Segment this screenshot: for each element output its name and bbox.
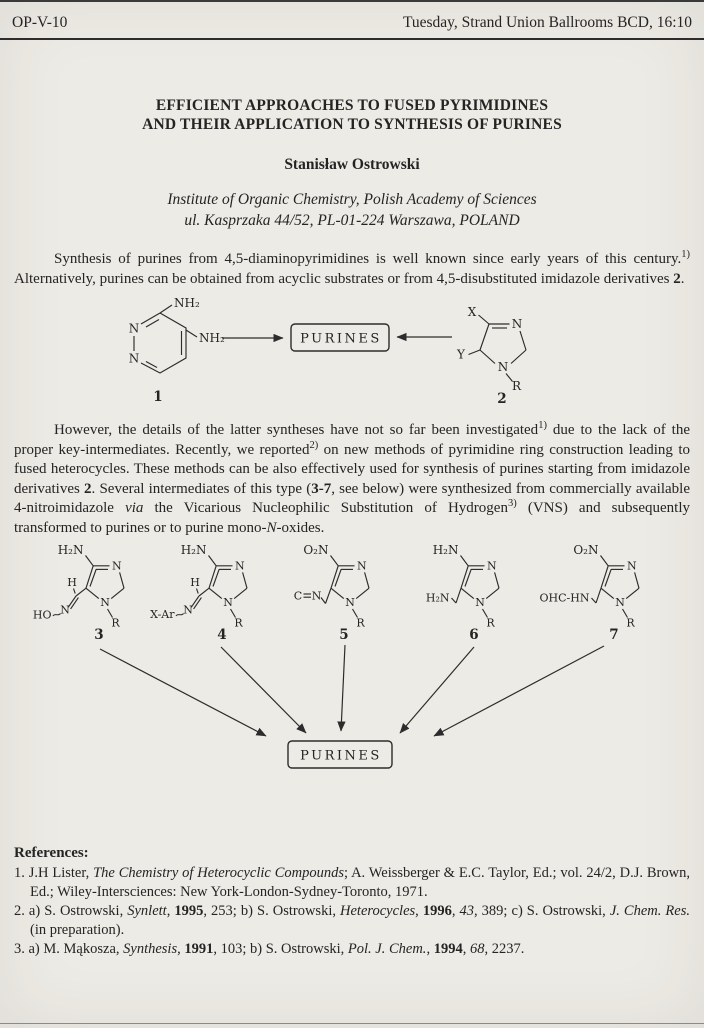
reference-item-2: 2. a) S. Ostrowski, Synlett, 1995, 253; … bbox=[14, 903, 690, 938]
nitro-amino-group-label: H₂N bbox=[58, 545, 84, 557]
substituent-r-label: R bbox=[234, 617, 243, 630]
atom-label-n: N bbox=[312, 590, 322, 603]
arrow-from-6 bbox=[399, 646, 475, 734]
nitro-amino-group-label: O₂N bbox=[573, 545, 598, 557]
purines-box-frame bbox=[287, 740, 393, 769]
compound-number-4: 4 bbox=[217, 627, 226, 643]
atom-label-n: N bbox=[223, 596, 233, 609]
purines-box-2: PURINES bbox=[287, 740, 393, 769]
title-line-1: EFFICIENT APPROACHES TO FUSED PYRIMIDINE… bbox=[155, 97, 549, 114]
scheme-2: H₂N N N R H N HO 3 bbox=[33, 545, 640, 769]
atom-label-n: N bbox=[498, 360, 509, 374]
references-heading: References: bbox=[14, 845, 89, 861]
atom-label-n: N bbox=[357, 560, 367, 573]
substituent-r-label: R bbox=[356, 617, 365, 630]
structure-7: O₂N N N R OHC-HN 7 bbox=[540, 545, 640, 643]
structure-4: H₂N N N R H N X-Ar 4 bbox=[150, 545, 248, 643]
atom-label-n: N bbox=[475, 596, 485, 609]
compound-number-7: 7 bbox=[609, 627, 618, 643]
compound-number-3: 3 bbox=[94, 627, 103, 643]
author-name: Stanisław Ostrowski bbox=[284, 156, 420, 173]
substituent-x-label: X bbox=[468, 305, 477, 319]
aryl-group-label: X-Ar bbox=[150, 608, 175, 621]
session-code: OP-V-10 bbox=[12, 14, 68, 31]
reference-item-3: 3. a) M. Mąkosza, Synthesis, 1991, 103; … bbox=[14, 941, 525, 957]
scan-artifact-bottom bbox=[0, 1023, 704, 1024]
reference-item-1: 1. J.H Lister, The Chemistry of Heterocy… bbox=[14, 865, 690, 900]
atom-label-n: N bbox=[235, 560, 245, 573]
references-section: References: 1. J.H Lister, The Chemistry… bbox=[14, 845, 690, 959]
arrow-from-5 bbox=[337, 644, 346, 732]
structure-6-bonds bbox=[451, 555, 500, 618]
purines-label: PURINES bbox=[300, 332, 382, 347]
atom-label-n: N bbox=[183, 604, 193, 617]
page-header: OP-V-10 Tuesday, Strand Union Ballrooms … bbox=[0, 0, 704, 40]
atom-label-n: N bbox=[129, 322, 140, 336]
abstract-title: EFFICIENT APPROACHES TO FUSED PYRIMIDINE… bbox=[0, 96, 704, 134]
purines-label: PURINES bbox=[300, 749, 382, 764]
atom-label-h: H bbox=[67, 576, 77, 589]
structure-1-pyrimidine: N N NH₂ NH₂ 1 bbox=[129, 298, 225, 405]
scan-artifact-top bbox=[0, 0, 704, 2]
arrow-from-4 bbox=[220, 646, 307, 734]
affiliation: Institute of Organic Chemistry, Polish A… bbox=[0, 189, 704, 231]
atom-label-n: N bbox=[112, 560, 122, 573]
purines-box-frame bbox=[290, 323, 390, 352]
structure-1-bonds bbox=[133, 304, 198, 374]
arrow-from-3 bbox=[99, 648, 267, 737]
hydroxy-group-label: HO bbox=[33, 609, 52, 622]
substituent-r-label: R bbox=[111, 617, 120, 630]
session-time-location: Tuesday, Strand Union Ballrooms BCD, 16:… bbox=[402, 14, 692, 31]
atom-label-n: N bbox=[615, 596, 625, 609]
atom-label-n: N bbox=[100, 596, 110, 609]
atom-label-h: H bbox=[190, 576, 200, 589]
compound-number-5: 5 bbox=[339, 627, 348, 643]
atom-label-n: N bbox=[627, 560, 637, 573]
structure-2-imidazole: X Y N N R 2 bbox=[456, 305, 527, 407]
arrow-from-7 bbox=[433, 645, 605, 737]
structure-5: O₂N N N R C N 5 bbox=[294, 545, 370, 643]
compound-number-6: 6 bbox=[469, 627, 478, 643]
structure-6: H₂N N N R H₂N 6 bbox=[426, 545, 500, 643]
paragraph-1: Synthesis of purines from 4,5-diaminopyr… bbox=[14, 249, 690, 287]
atom-label-n: N bbox=[345, 596, 355, 609]
nitro-amino-group-label: H₂N bbox=[433, 545, 459, 557]
compound-number-1: 1 bbox=[153, 389, 162, 405]
paragraph-2: However, the details of the latter synth… bbox=[14, 420, 691, 536]
affiliation-line-1: Institute of Organic Chemistry, Polish A… bbox=[167, 191, 537, 208]
title-line-2: AND THEIR APPLICATION TO SYNTHESIS OF PU… bbox=[142, 116, 562, 133]
amine-group-label: NH₂ bbox=[174, 298, 200, 310]
structure-3-bonds bbox=[52, 555, 125, 618]
atom-label-n: N bbox=[129, 352, 140, 366]
formamido-group-label: OHC-HN bbox=[540, 592, 590, 605]
atom-label-n: N bbox=[60, 604, 70, 617]
structure-3: H₂N N N R H N HO 3 bbox=[33, 545, 125, 643]
aminomethyl-group-label: H₂N bbox=[426, 592, 450, 605]
purines-box: PURINES bbox=[290, 323, 390, 352]
structure-2-bonds bbox=[468, 314, 527, 382]
scheme-1: N N NH₂ NH₂ 1 PURINES bbox=[129, 298, 527, 407]
amine-group-label: NH₂ bbox=[199, 331, 225, 345]
atom-label-n: N bbox=[512, 317, 523, 331]
structure-4-bonds bbox=[175, 555, 248, 618]
atom-label-c: C bbox=[294, 590, 302, 603]
compound-number-2: 2 bbox=[497, 391, 506, 407]
substituent-r-label: R bbox=[486, 617, 495, 630]
structure-7-bonds bbox=[591, 555, 640, 618]
nitro-amino-group-label: H₂N bbox=[181, 545, 207, 557]
affiliation-line-2: ul. Kasprzaka 44/52, PL-01-224 Warszawa,… bbox=[184, 212, 520, 229]
converging-arrows bbox=[99, 644, 605, 737]
substituent-r-label: R bbox=[626, 617, 635, 630]
atom-label-n: N bbox=[487, 560, 497, 573]
nitro-amino-group-label: O₂N bbox=[303, 545, 328, 557]
substituent-y-label: Y bbox=[456, 348, 466, 362]
structure-5-bonds bbox=[303, 555, 370, 618]
substituent-r-label: R bbox=[512, 379, 522, 393]
